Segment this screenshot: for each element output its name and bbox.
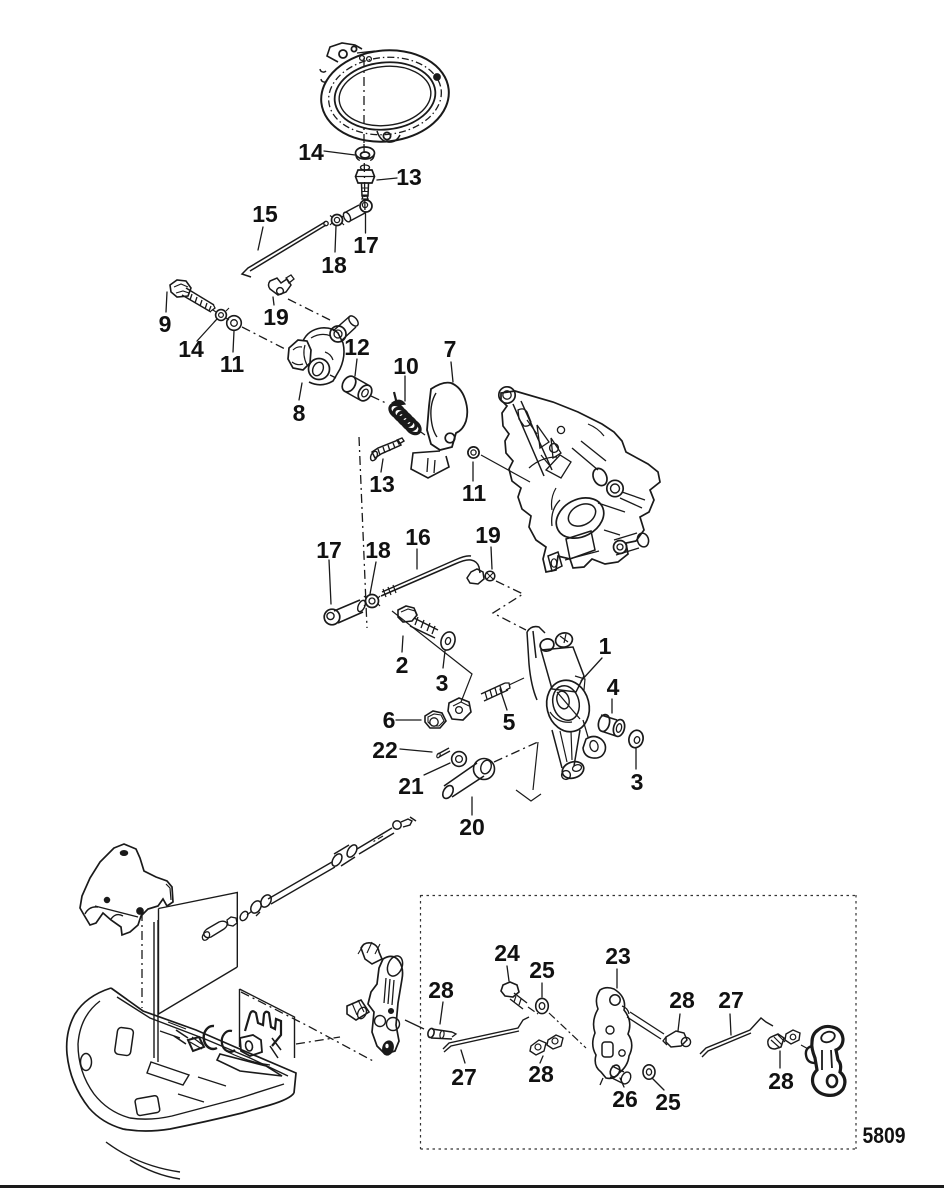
svg-text:8: 8 bbox=[293, 400, 306, 426]
svg-text:10: 10 bbox=[393, 353, 419, 379]
svg-text:25: 25 bbox=[529, 957, 555, 983]
svg-text:20: 20 bbox=[459, 814, 485, 840]
svg-text:18: 18 bbox=[321, 252, 347, 278]
svg-text:14: 14 bbox=[298, 139, 324, 165]
svg-text:23: 23 bbox=[605, 943, 631, 969]
svg-text:14: 14 bbox=[178, 336, 204, 362]
svg-text:28: 28 bbox=[528, 1061, 554, 1087]
svg-text:11: 11 bbox=[220, 351, 245, 377]
svg-text:5809: 5809 bbox=[863, 1123, 906, 1148]
svg-text:25: 25 bbox=[655, 1089, 681, 1115]
svg-text:15: 15 bbox=[252, 201, 278, 227]
svg-text:27: 27 bbox=[451, 1064, 477, 1090]
svg-text:12: 12 bbox=[344, 334, 370, 360]
svg-text:16: 16 bbox=[405, 524, 431, 550]
svg-text:18: 18 bbox=[365, 537, 391, 563]
svg-text:21: 21 bbox=[398, 773, 424, 799]
svg-text:11: 11 bbox=[462, 480, 487, 506]
svg-text:2: 2 bbox=[396, 652, 409, 678]
svg-text:28: 28 bbox=[669, 987, 695, 1013]
svg-text:13: 13 bbox=[396, 164, 422, 190]
svg-text:17: 17 bbox=[316, 537, 342, 563]
svg-text:6: 6 bbox=[383, 707, 396, 733]
svg-text:7: 7 bbox=[444, 336, 457, 362]
svg-text:17: 17 bbox=[353, 232, 379, 258]
svg-text:5: 5 bbox=[503, 709, 516, 735]
svg-text:3: 3 bbox=[436, 670, 449, 696]
svg-text:13: 13 bbox=[369, 471, 395, 497]
svg-text:28: 28 bbox=[428, 977, 454, 1003]
svg-text:28: 28 bbox=[768, 1068, 794, 1094]
svg-text:1: 1 bbox=[599, 633, 612, 659]
svg-text:19: 19 bbox=[475, 522, 501, 548]
svg-text:9: 9 bbox=[159, 311, 172, 337]
svg-text:3: 3 bbox=[631, 769, 644, 795]
svg-text:24: 24 bbox=[494, 940, 520, 966]
svg-text:26: 26 bbox=[612, 1086, 638, 1112]
svg-text:27: 27 bbox=[718, 987, 744, 1013]
svg-text:22: 22 bbox=[372, 737, 398, 763]
svg-text:4: 4 bbox=[607, 674, 620, 700]
svg-text:19: 19 bbox=[263, 304, 289, 330]
